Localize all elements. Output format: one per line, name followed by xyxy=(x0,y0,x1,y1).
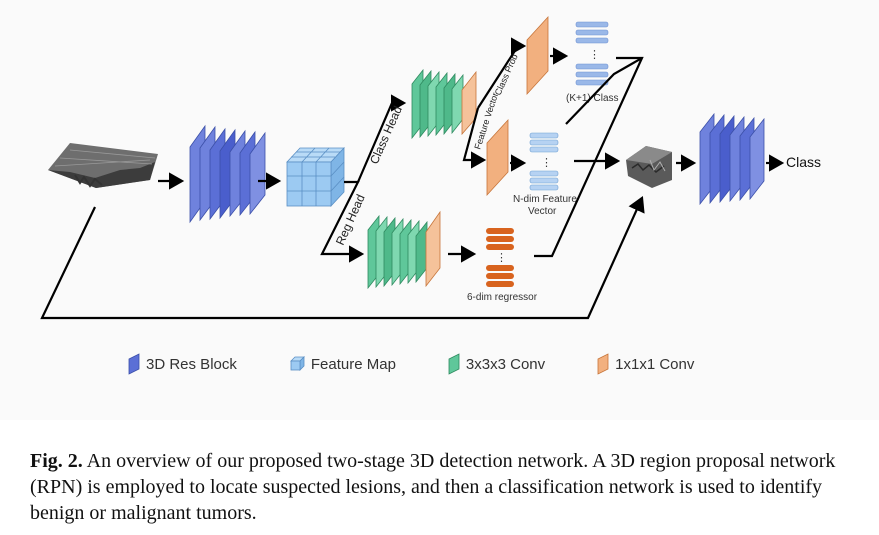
class-prob-conv xyxy=(526,15,549,96)
legend-conv3-label: 3x3x3 Conv xyxy=(465,355,546,373)
lesion-patch-image xyxy=(626,146,672,188)
res-block-1 xyxy=(189,124,266,224)
ndim-label-line1: N-dim Feature xyxy=(513,194,577,205)
class-head-line xyxy=(356,94,407,183)
caption-label: Fig. 2. xyxy=(30,450,83,472)
legend-conv1-label: 1x1x1 Conv xyxy=(615,355,695,373)
feature-vector-conv xyxy=(486,118,509,197)
res-block-legend-icon xyxy=(128,353,140,375)
legend-res-block-label: 3D Res Block xyxy=(146,355,237,373)
class-head-conv-stack xyxy=(411,68,477,140)
ndim-label-line2: Vector xyxy=(528,206,557,217)
class-prob-label: Class Prob xyxy=(493,53,520,97)
regressor-label: 6-dim regressor xyxy=(467,292,538,303)
k1-class-line xyxy=(565,57,643,125)
regressor-vector xyxy=(486,228,514,287)
class-prob-line xyxy=(477,37,527,109)
feature-vector-line xyxy=(462,107,487,169)
ndim-feature-vector xyxy=(529,132,559,191)
legend-feature-map-label: Feature Map xyxy=(310,355,396,373)
ndim-ellipsis: ⋮ xyxy=(541,156,552,169)
conv3-legend-icon xyxy=(448,353,460,375)
res-block-2 xyxy=(699,112,765,206)
legend: 3D Res Block Feature Map 3x3x3 Conv 1x1x… xyxy=(128,352,746,376)
caption-text: An overview of our proposed two-stage 3D… xyxy=(30,450,836,524)
legend-conv1: 1x1x1 Conv xyxy=(597,353,694,375)
figure-caption: Fig. 2. An overview of our proposed two-… xyxy=(30,448,860,526)
k1-class-label: (K+1) Class xyxy=(566,93,619,104)
legend-res-block: 3D Res Block xyxy=(128,353,237,375)
feature-map-cube xyxy=(286,146,345,208)
class-head-label: Class Head xyxy=(367,104,405,166)
input-volume-image xyxy=(48,143,158,188)
network-diagram: Class Head Reg Head Class Prob Feature V… xyxy=(40,15,821,320)
feature-map-legend-icon xyxy=(289,356,305,371)
output-class-label: Class xyxy=(786,154,821,170)
conv1-legend-icon xyxy=(597,353,609,375)
figure-background xyxy=(0,0,879,420)
legend-conv3: 3x3x3 Conv xyxy=(448,353,545,375)
regressor-ellipsis: ⋮ xyxy=(496,251,507,264)
k1-class-ellipsis: ⋮ xyxy=(589,48,600,61)
branch-line xyxy=(320,180,365,263)
k1-class-vector xyxy=(575,21,609,86)
skip-connection-line xyxy=(40,195,645,320)
reg-head-conv-stack xyxy=(367,210,441,290)
regressor-to-patch-line xyxy=(534,56,644,258)
legend-feature-map: Feature Map xyxy=(289,355,396,373)
